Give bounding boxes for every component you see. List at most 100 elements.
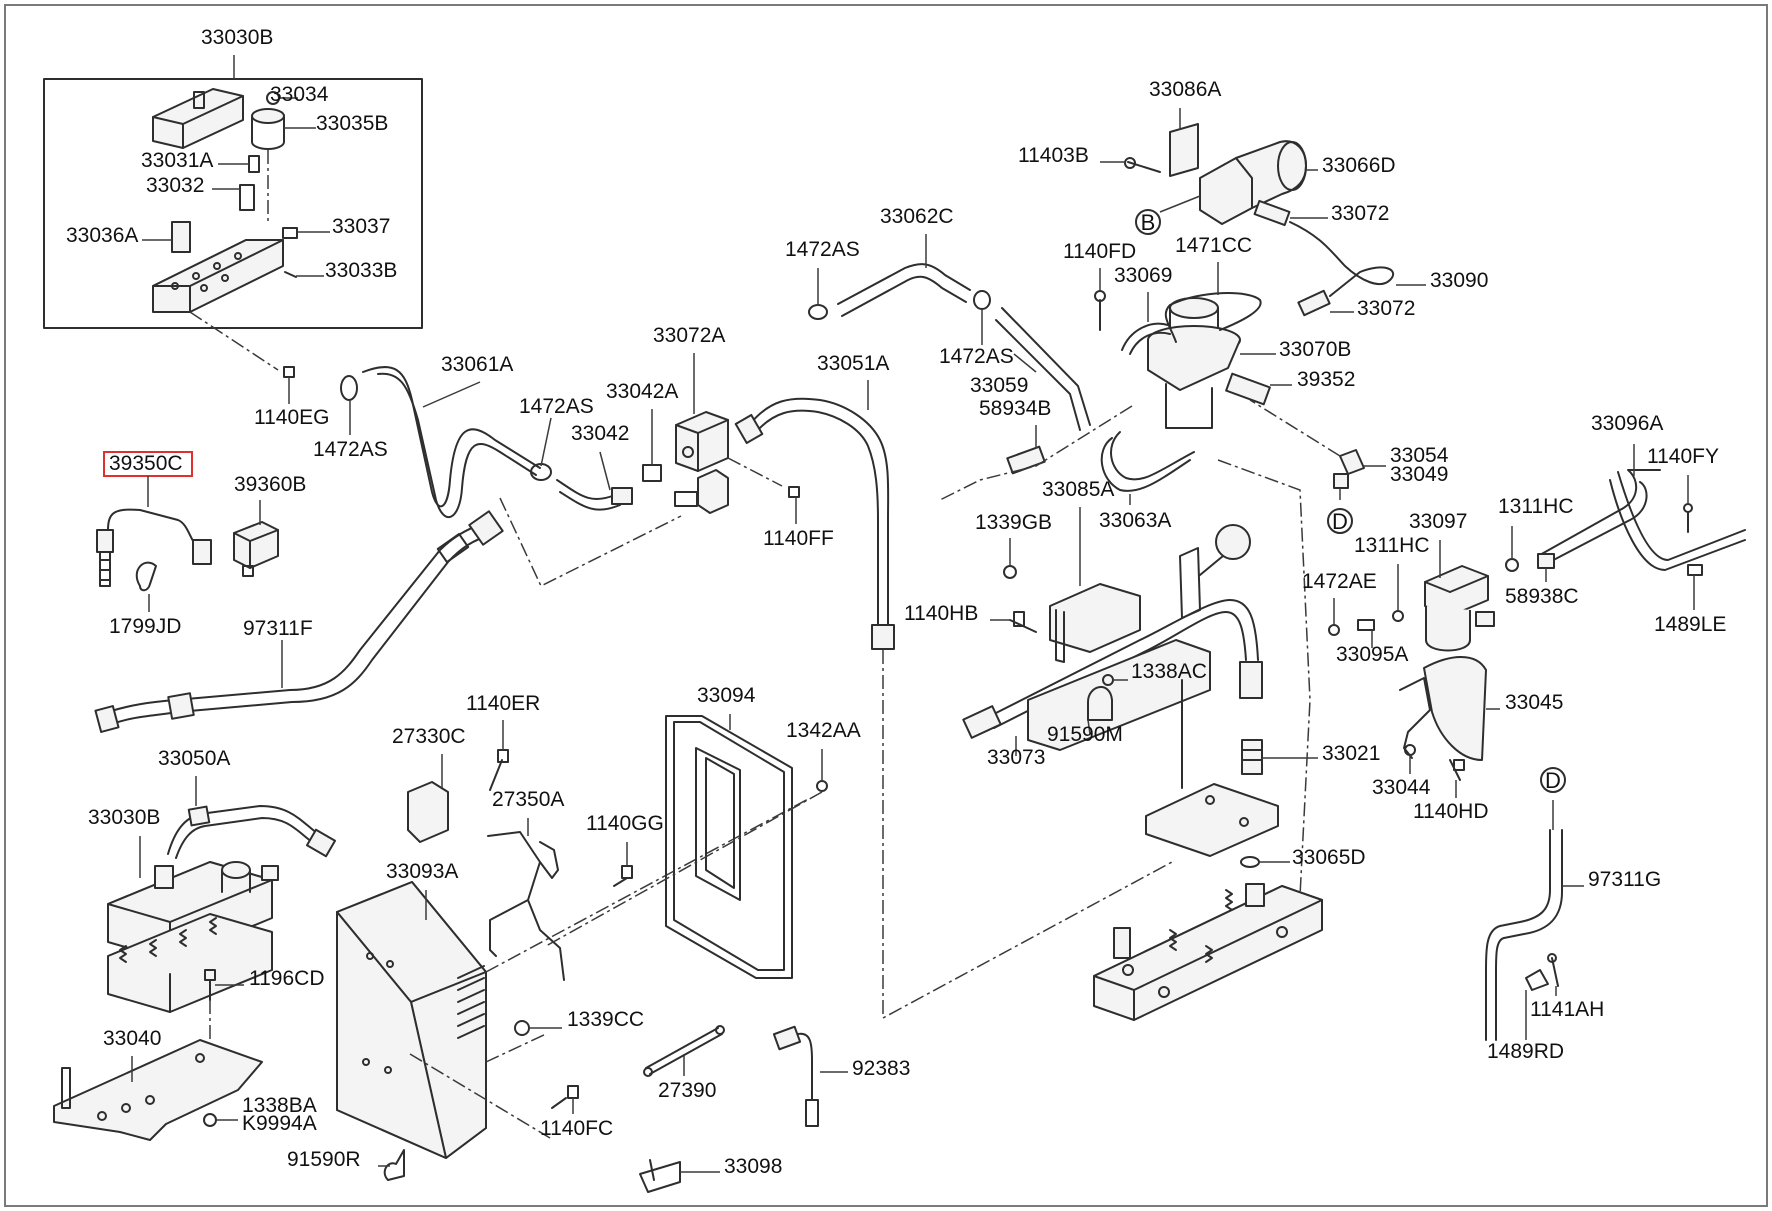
- label-11403b: 11403B: [1018, 144, 1089, 167]
- part-ball-knob: [1199, 524, 1251, 576]
- label-33070b: 33070B: [1279, 338, 1351, 361]
- label-33063a: 33063A: [1099, 509, 1171, 532]
- label-33032: 33032: [146, 174, 204, 197]
- label-33051a: 33051A: [817, 352, 889, 375]
- label-27330c: 27330C: [392, 725, 466, 748]
- label-33059: 33059: [970, 374, 1028, 397]
- label-33049: 33049: [1390, 463, 1448, 486]
- label-33069: 33069: [1114, 264, 1172, 287]
- part-1140FC-bolt: [551, 1085, 579, 1114]
- label-k9994a: K9994A: [242, 1112, 317, 1135]
- part-1489RD-clamp: [1525, 969, 1549, 1040]
- label-27350a: 27350A: [492, 788, 564, 811]
- label-1342aa: 1342AA: [786, 719, 861, 742]
- label-33030b: 33030B: [201, 26, 273, 49]
- label-1338ba: 1338BA: [242, 1094, 317, 1117]
- label-33054: 33054: [1390, 444, 1449, 467]
- part-1489LE-clamp: [1687, 564, 1703, 610]
- label-33098: 33098: [724, 1155, 782, 1178]
- part-1311HC-nut-b: [1392, 564, 1404, 622]
- part-1311HC-nut-a: [1505, 526, 1519, 572]
- label-97311f: 97311F: [243, 617, 313, 640]
- label-33044: 33044: [1372, 776, 1431, 799]
- label-33050a: 33050A: [158, 747, 230, 770]
- label-33037: 33037: [332, 215, 390, 238]
- part-1140FF-bolt: [788, 486, 800, 524]
- label-97311g: 97311G: [1588, 868, 1661, 891]
- dash-regulator-link: [939, 405, 1133, 501]
- diagram-frame: [4, 4, 1768, 1207]
- ref-circle: [1327, 508, 1353, 534]
- label-33061a: 33061A: [441, 353, 513, 376]
- dash-cover-link: [545, 791, 823, 947]
- part-33069-hose: [1121, 292, 1171, 355]
- dash-ecu-1339CC: [485, 1033, 547, 1063]
- ref-letter: B: [1141, 210, 1156, 235]
- part-33065D-washer: [1240, 856, 1290, 868]
- part-91590M-clip: [1087, 686, 1113, 735]
- label-33066d: 33066D: [1322, 154, 1396, 177]
- label-33030b: 33030B: [88, 806, 160, 829]
- dash-long-route: [882, 650, 1173, 1020]
- label-1141ah: 1141AH: [1530, 998, 1604, 1021]
- ref-circle: [1135, 209, 1161, 235]
- label-1140eg: 1140EG: [254, 406, 330, 429]
- label-1311hc: 1311HC: [1498, 495, 1574, 518]
- label-33072a: 33072A: [653, 324, 725, 347]
- part-97311G-hose: [1485, 800, 1584, 1041]
- part-1472AS-clamp-a: [340, 375, 358, 435]
- part-1140FD-bolt: [1094, 268, 1106, 331]
- dash-regulator-right: [1217, 459, 1311, 897]
- part-27350A-bracket: [487, 818, 565, 981]
- part-33051A-line: [734, 380, 895, 650]
- label-33072: 33072: [1357, 297, 1415, 320]
- part-33054-elbow: [1249, 399, 1386, 489]
- label-91590r: 91590R: [287, 1148, 361, 1171]
- part-33021-fitting: [1241, 739, 1318, 775]
- part-11403B-bolt: [1100, 157, 1161, 173]
- label-33096a: 33096A: [1591, 412, 1663, 435]
- part-1140GG-bolt: [613, 842, 633, 887]
- part-1141AH-bolt: [1547, 953, 1559, 996]
- part-1472AS-clamp-b: [530, 417, 552, 481]
- label-33042: 33042: [571, 422, 629, 445]
- part-33042-tube: [556, 451, 633, 511]
- label-1339gb: 1339GB: [975, 511, 1052, 534]
- part-33050A-line: [167, 776, 337, 859]
- part-33072A-valve: [674, 353, 729, 514]
- label-58938c: 58938C: [1505, 585, 1579, 608]
- part-1140HD-bolt: [1449, 759, 1465, 798]
- label-33042a: 33042A: [606, 380, 678, 403]
- part-27390-strap: [643, 1025, 725, 1077]
- label-33095a: 33095A: [1336, 643, 1408, 666]
- label-1471cc: 1471CC: [1175, 234, 1252, 257]
- ref-marker-d: D: [1327, 508, 1353, 534]
- label-33094: 33094: [697, 684, 756, 707]
- part-33066D-solenoid: [1199, 140, 1318, 225]
- label-33090: 33090: [1430, 269, 1488, 292]
- dash-link-1140EG: [189, 311, 279, 371]
- label-1472as: 1472AS: [519, 395, 594, 418]
- part-33073-line: [962, 599, 1263, 756]
- label-33073: 33073: [987, 746, 1045, 769]
- part-33044-washer: [1404, 744, 1416, 774]
- part-33097-filter: [1424, 540, 1495, 652]
- part-33042A-fitting: [642, 409, 662, 482]
- part-97311F-hose: [94, 510, 504, 733]
- part-33090-line: [1289, 221, 1426, 297]
- part-33059-tube: [995, 307, 1091, 431]
- label-33086a: 33086A: [1149, 78, 1221, 101]
- part-1140FY-bolt: [1683, 475, 1693, 533]
- part-33072-fitting-b: [1297, 289, 1354, 317]
- part-33040-plate: [53, 1039, 263, 1141]
- label-33034: 33034: [270, 83, 329, 106]
- label-1196cd: 1196CD: [249, 967, 325, 990]
- part-33085A-bracket: [1049, 507, 1201, 663]
- label-33040: 33040: [103, 1027, 161, 1050]
- label-33045: 33045: [1505, 691, 1563, 714]
- label-1311hc: 1311HC: [1354, 534, 1430, 557]
- part-33061A-hose: [362, 366, 541, 519]
- label-1489le: 1489LE: [1654, 613, 1726, 636]
- label-1140er: 1140ER: [466, 692, 540, 715]
